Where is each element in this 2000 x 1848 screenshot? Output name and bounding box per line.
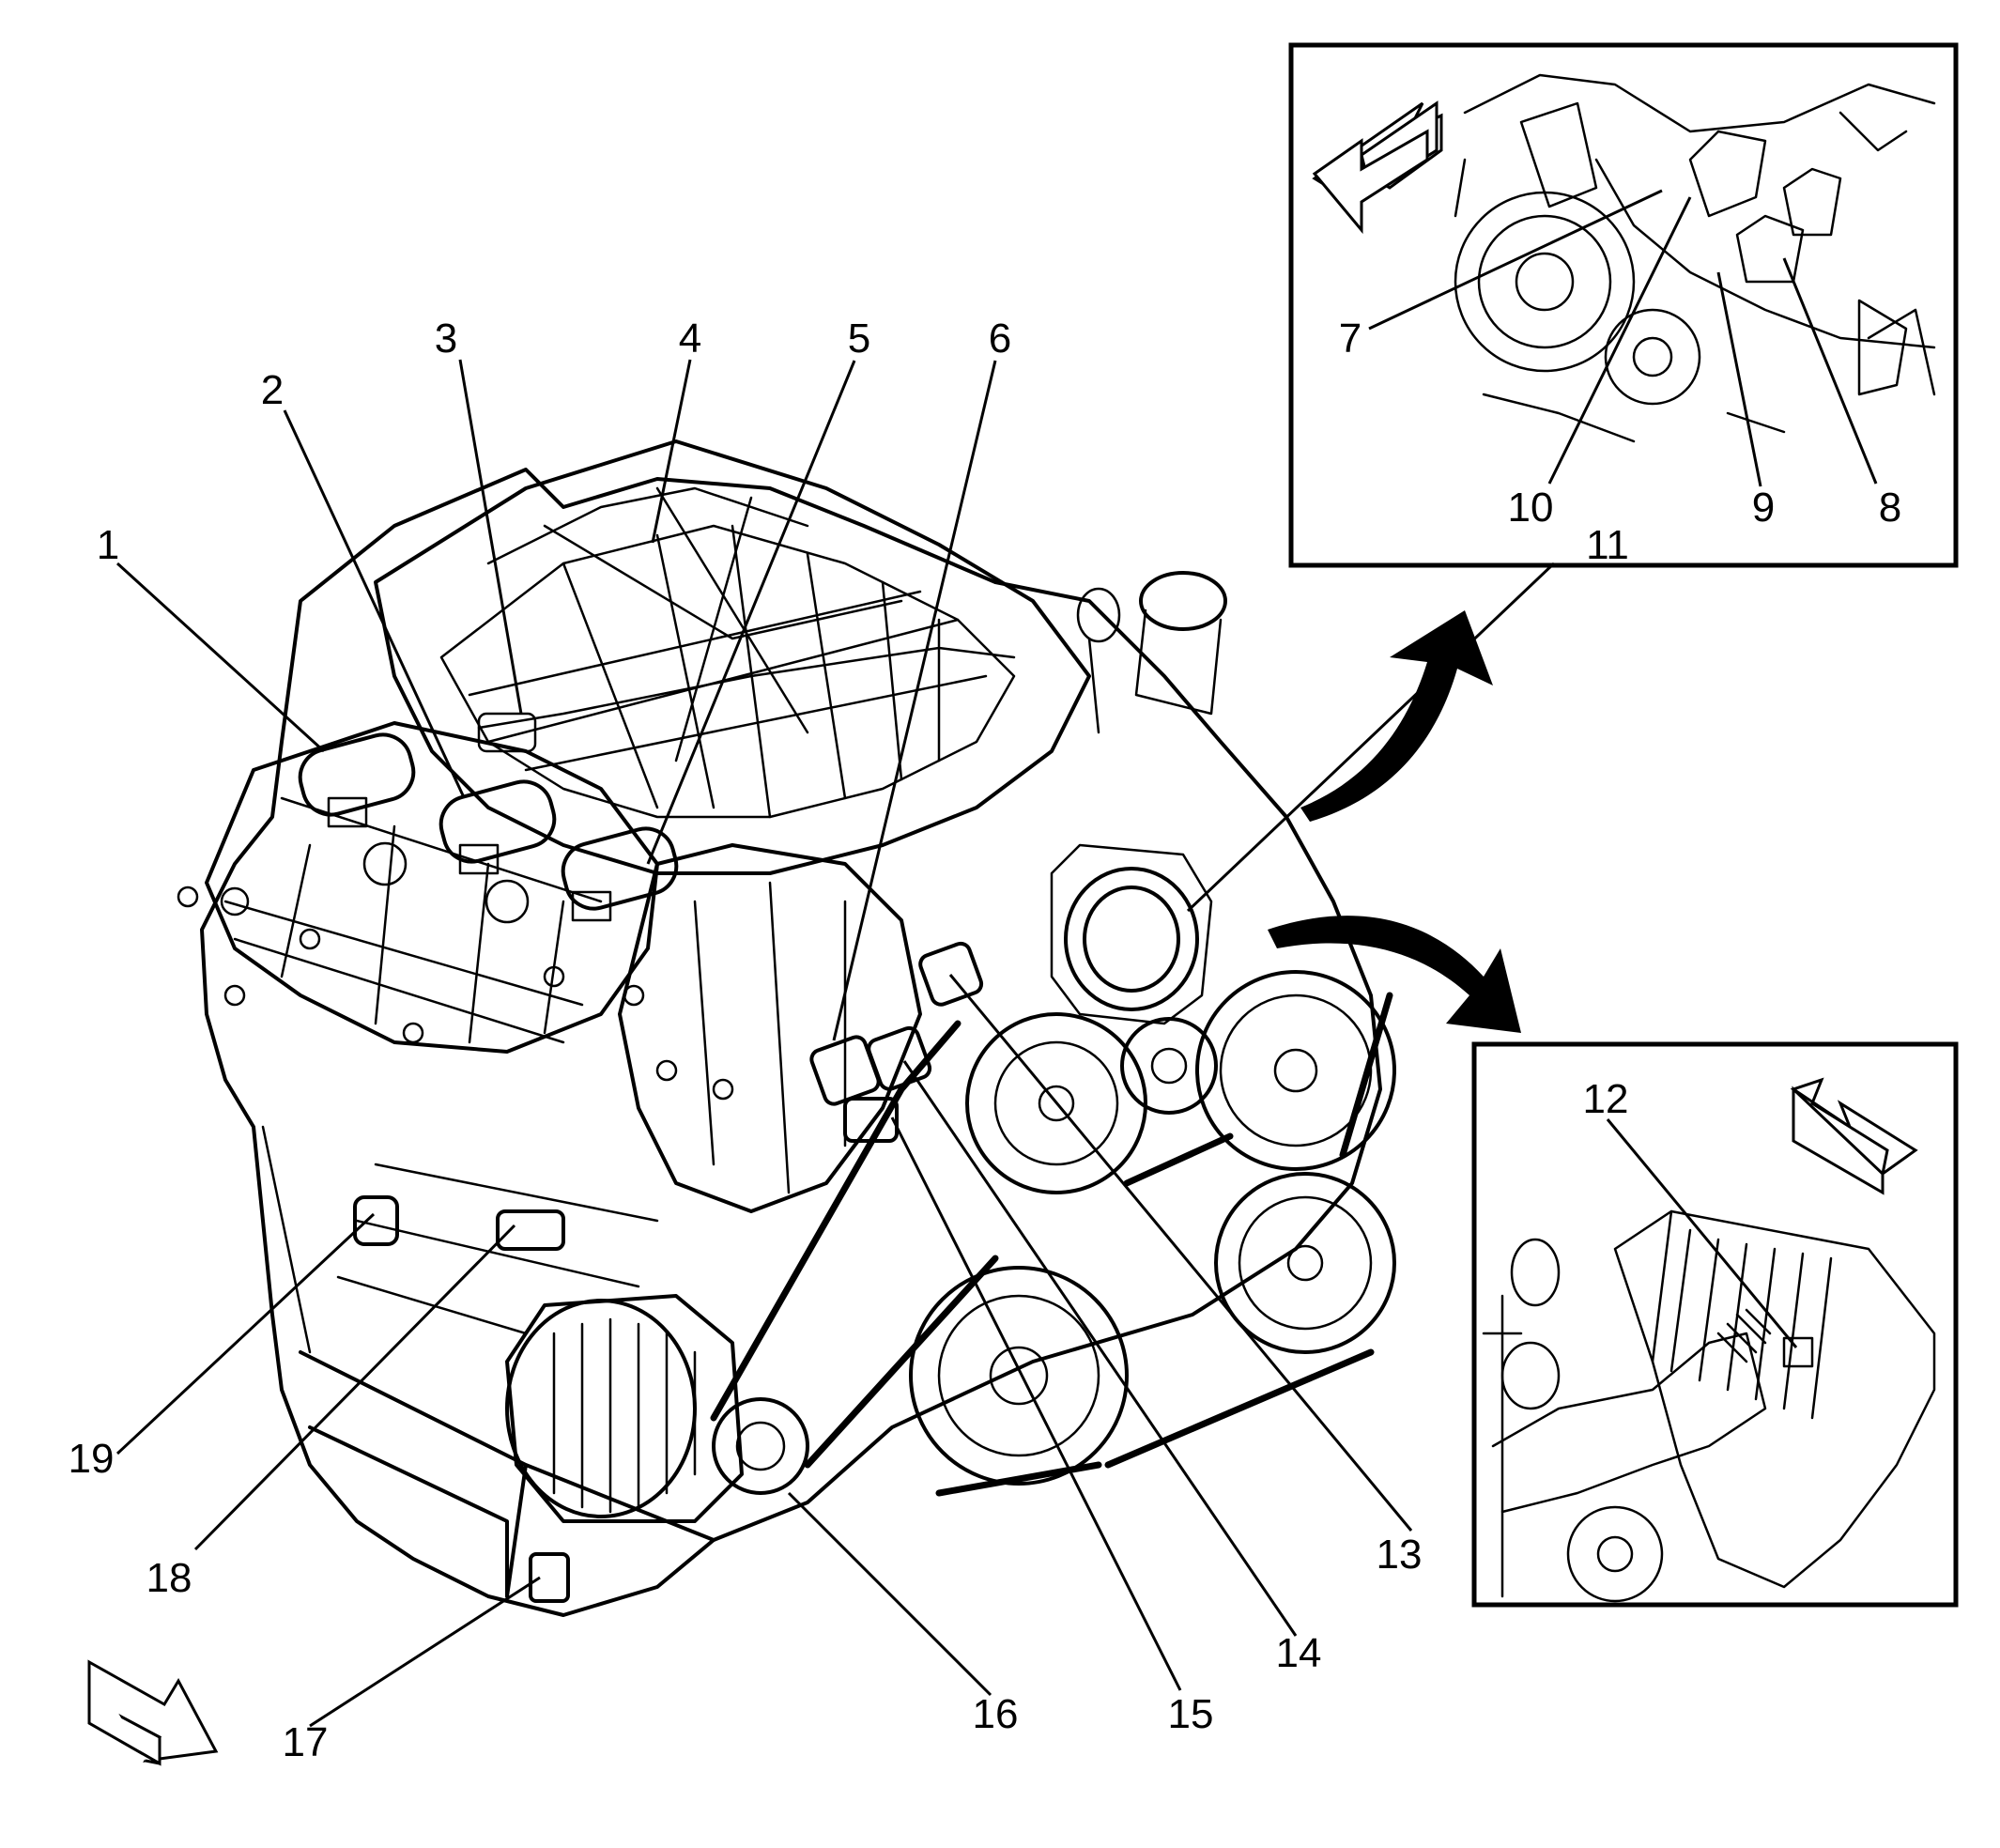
inset-view-bottom-right <box>1471 1041 1959 1608</box>
callout-8: 8 <box>1879 485 1901 531</box>
callout-9: 9 <box>1752 485 1775 531</box>
inset-frame <box>1288 42 1959 568</box>
callout-2: 2 <box>261 367 284 413</box>
callout-leader-lines <box>115 359 1556 1728</box>
engine-assembly-illustration <box>177 439 1396 1617</box>
callout-10: 10 <box>1508 485 1554 531</box>
curved-solid-arrow-icon <box>1268 916 1521 1033</box>
callout-19: 19 <box>69 1436 115 1482</box>
curved-solid-arrow-icon <box>1300 610 1493 822</box>
callout-labels: 1 2 3 4 5 6 7 8 9 10 11 12 13 14 15 16 1… <box>69 316 1902 1765</box>
accessory-drive-pulleys <box>712 970 1396 1495</box>
generator-graphic <box>505 1294 744 1523</box>
callout-6: 6 <box>989 316 1011 362</box>
callout-17: 17 <box>283 1719 329 1765</box>
knock-sensor-graphic <box>496 1209 565 1251</box>
callout-16: 16 <box>973 1691 1019 1737</box>
callout-11: 11 <box>1586 522 1629 568</box>
callout-14: 14 <box>1276 1630 1322 1676</box>
callout-1: 1 <box>97 522 119 568</box>
callout-13: 13 <box>1377 1532 1423 1578</box>
ignition-coil-1-graphic <box>298 732 416 828</box>
callout-3: 3 <box>435 316 457 362</box>
callout-7: 7 <box>1339 316 1362 362</box>
callout-18: 18 <box>146 1555 192 1601</box>
callout-4: 4 <box>679 316 701 362</box>
callout-5: 5 <box>848 316 870 362</box>
throttle-body-graphic <box>1050 843 1213 1025</box>
inset-frame <box>1471 1041 1959 1608</box>
ignition-coil-2-graphic <box>438 779 557 875</box>
crankshaft-position-sensor-graphic <box>353 1195 399 1246</box>
callout-15: 15 <box>1168 1691 1214 1737</box>
callout-12: 12 <box>1583 1076 1629 1122</box>
ignition-coil-3-graphic <box>561 826 679 922</box>
inset-view-top-right <box>1288 42 1959 568</box>
